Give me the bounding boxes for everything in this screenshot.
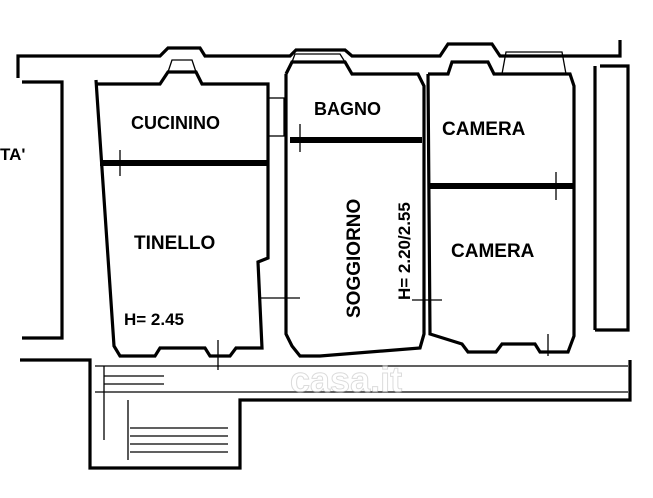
outer-walls	[16, 40, 632, 470]
height-label-soggiorno: H= 2.20/2.55	[395, 202, 414, 300]
right-room-block	[426, 51, 576, 354]
room-label-bagno: BAGNO	[314, 99, 381, 119]
height-label-tinello: H= 2.45	[124, 310, 184, 329]
room-label-tinello: TINELLO	[134, 233, 215, 254]
room-label-camera-bottom: CAMERA	[451, 241, 535, 262]
watermark-text: casa.it	[290, 359, 402, 400]
middle-room-block	[267, 53, 426, 358]
edge-label-left: TA'	[0, 145, 25, 164]
room-label-camera-top: CAMERA	[442, 119, 526, 140]
room-label-cucinino: CUCININO	[131, 113, 220, 133]
stair-treads	[103, 366, 228, 460]
room-label-soggiorno: SOGGIORNO	[344, 199, 365, 318]
cross-marks	[108, 124, 557, 370]
